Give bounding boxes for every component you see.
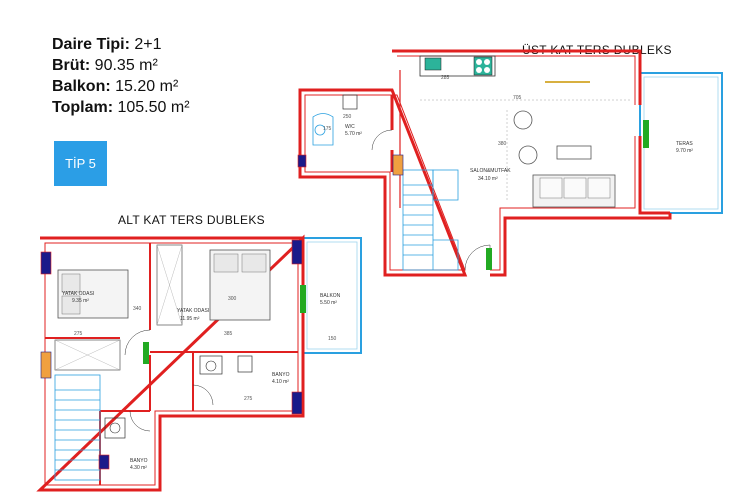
banyo1-name: BANYO: [272, 372, 290, 378]
dim-340: 340: [133, 306, 142, 312]
terrace-door-marker: [643, 120, 649, 148]
dim-275: 275: [74, 331, 83, 337]
stove-icon: [473, 56, 493, 76]
closet: [54, 339, 121, 371]
brut-row: Brüt: 90.35 m²: [52, 57, 158, 74]
door-marker: [143, 342, 149, 364]
yatak1-name: YATAK ODASI: [62, 291, 94, 297]
teras-name: TERAS: [676, 141, 693, 147]
wc-basin-icon: [342, 94, 358, 110]
column-marker: [291, 239, 303, 265]
door-arc: [129, 410, 151, 432]
dim-150: 150: [328, 336, 337, 342]
dim-385: 385: [224, 331, 233, 337]
yatak2-name: YATAK ODASI: [177, 308, 209, 314]
armchair-icon: [513, 110, 533, 130]
lower-stairs: [54, 374, 101, 481]
dim-380: 380: [498, 141, 507, 147]
shaft-marker: [98, 454, 110, 470]
dim-705: 705: [513, 95, 522, 101]
coffee-table: [556, 145, 592, 160]
apartment-info: Daire Tipi: 2+1 Brüt: 90.35 m² Balkon: 1…: [52, 34, 190, 118]
dim-300: 300: [228, 296, 237, 302]
upper-walls: [298, 49, 672, 277]
balcony-door-marker: [300, 285, 306, 313]
column-marker: [40, 251, 52, 275]
lower-floor-plan: YATAK ODASI 9.35 m² YATAK ODASI 11.95 m²…: [36, 234, 362, 492]
toilet-icon: [237, 355, 253, 373]
column-marker: [291, 391, 303, 415]
column-marker: [40, 351, 52, 379]
banyo1-area: 4.10 m²: [272, 379, 289, 385]
toplam-row: Toplam: 105.50 m²: [52, 99, 190, 116]
tip-badge: TİP 5: [54, 141, 107, 186]
yatak1-area: 9.35 m²: [72, 298, 89, 304]
column-marker: [392, 154, 404, 176]
daire-row: Daire Tipi: 2+1: [52, 36, 162, 53]
yatak2-area: 11.95 m²: [180, 316, 200, 322]
lower-floor-title: ALT KAT TERS DUBLEKS: [118, 213, 265, 227]
shaft-marker: [297, 154, 307, 168]
lower-walls: [36, 234, 305, 492]
shower-icon: [312, 113, 334, 146]
balkon-name: BALKON: [320, 293, 341, 299]
dim-175: 175: [323, 126, 332, 132]
wc-door: [371, 129, 393, 151]
salon-area: 34.10 m²: [478, 176, 498, 182]
basin-icon: [199, 355, 223, 375]
dim-250: 250: [343, 114, 352, 120]
door-arc: [124, 329, 151, 356]
armchair-icon: [518, 145, 538, 165]
dim-275b: 275: [244, 396, 253, 402]
wardrobe: [156, 244, 183, 326]
basin-icon: [104, 417, 126, 439]
balkon-area: 5.50 m²: [320, 300, 337, 306]
door-marker: [486, 248, 492, 270]
wc-name: W/C: [345, 124, 355, 130]
kitchen-counter: [419, 55, 496, 77]
dim-285: 285: [441, 75, 450, 81]
balkon-row: Balkon: 15.20 m²: [52, 78, 179, 95]
sink-icon: [424, 57, 442, 71]
salon-name: SALON&MUTFAK: [470, 168, 511, 174]
teras-area: 9.70 m²: [676, 148, 693, 154]
upper-floor-plan: W/C 5.70 m² SALON&MUTFAK 34.10 m² TERAS …: [297, 49, 723, 277]
wc-area: 5.70 m²: [345, 131, 362, 137]
door-arc: [192, 384, 214, 406]
entry-door: [464, 244, 491, 271]
banyo2-name: BANYO: [130, 458, 148, 464]
upper-stairs: [402, 169, 459, 271]
banyo2-area: 4.30 m²: [130, 465, 147, 471]
